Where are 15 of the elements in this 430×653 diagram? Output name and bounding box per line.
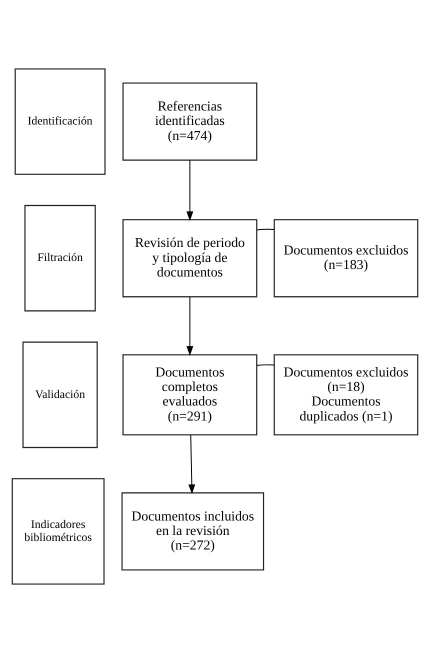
node-box: Validación: [22, 342, 98, 448]
arrow: [186, 296, 194, 356]
node-box: Indicadores bibliométricos: [12, 478, 105, 585]
arrow: [188, 434, 196, 494]
node-box: Documentos excluidos (n=18) Documentos duplicados (n=1): [274, 354, 418, 436]
node-box: Referencias identificadas (n=474): [122, 82, 258, 161]
node-box: Identificación: [14, 68, 106, 175]
node-box: Revisión de periodo y tipología de documentos: [122, 219, 258, 298]
connector: [256, 364, 274, 366]
arrow: [186, 160, 194, 222]
node-box: Documentos excluidos (n=183): [274, 219, 418, 298]
node-box: Filtración: [24, 204, 96, 312]
node-box: Documentos completos evaluados (n=291): [122, 354, 258, 436]
connector: [256, 228, 274, 230]
node-box: Documentos incluidos en la revisión (n=272): [121, 492, 264, 571]
